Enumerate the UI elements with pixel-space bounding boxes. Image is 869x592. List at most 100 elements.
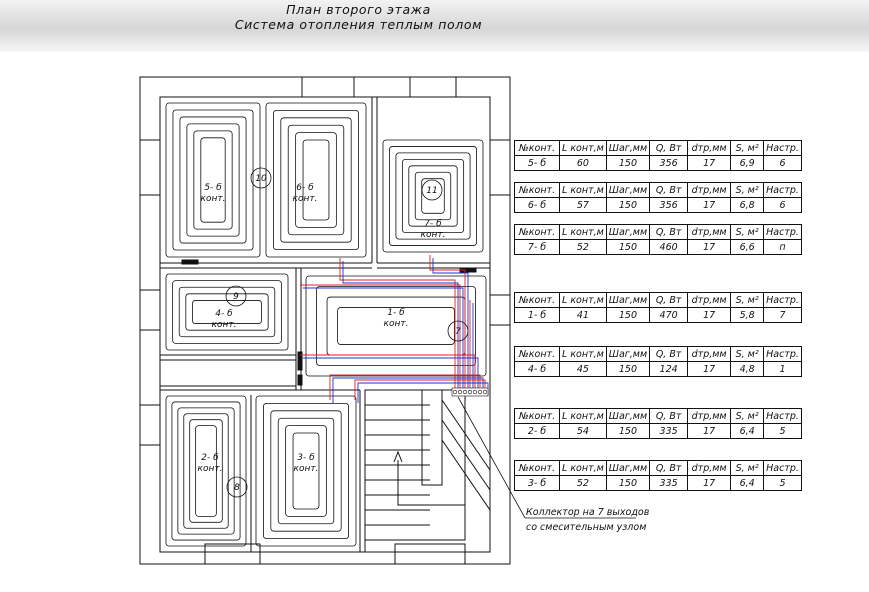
loop-turn [172, 280, 282, 344]
table-cell: 150 [605, 307, 651, 323]
loop-turn [421, 178, 445, 214]
header-cell: L конт,м [559, 140, 607, 156]
table-cell: 150 [605, 239, 651, 255]
header-cell: Настр. [763, 292, 802, 308]
table-cell: 17 [687, 423, 732, 439]
header-cell: Шаг,мм [605, 224, 651, 240]
loop-turn [295, 132, 337, 228]
title-bar [0, 0, 869, 52]
header-cell: dтр,мм [687, 460, 732, 476]
loop-turn [189, 419, 223, 523]
loop-number-circle [250, 167, 272, 189]
window-top-2 [409, 76, 457, 98]
loop-turn [277, 417, 335, 525]
header-cell: L конт,м [559, 408, 607, 424]
window-bottom-2 [394, 543, 466, 565]
loop-label-sub: конт. [198, 464, 223, 474]
table-cell: 5- б [514, 155, 560, 171]
loop-label-sub: конт. [384, 319, 409, 329]
window-right-2 [489, 294, 511, 326]
collector-outlet [477, 389, 483, 395]
header-cell: Настр. [763, 460, 802, 476]
loop-label: 2- б [201, 453, 219, 463]
loop-label: 1- б [387, 308, 405, 318]
header-cell: S, м² [730, 460, 765, 476]
table-cell: 6- б [514, 197, 560, 213]
table-cell: 17 [687, 361, 732, 377]
table-cell: 150 [605, 423, 651, 439]
table-cell: 5,8 [730, 307, 765, 323]
table-cell: 6,4 [730, 423, 765, 439]
supply-pipe [300, 284, 461, 392]
table-cell: 57 [559, 197, 607, 213]
table-cell: 6,4 [730, 475, 765, 491]
header-cell: Q, Вт [649, 460, 689, 476]
loop-turn [337, 307, 455, 345]
table-cell: 17 [687, 239, 732, 255]
table-cell: 335 [649, 475, 689, 491]
header-cell: L конт,м [559, 182, 607, 198]
table-cell: 5 [763, 423, 802, 439]
table-cell: 6 [763, 155, 802, 171]
loop-label-sub: конт. [294, 464, 319, 474]
loop-label-sub: конт. [293, 194, 318, 204]
loop-turn [316, 286, 476, 366]
table-cell: 6,8 [730, 197, 765, 213]
loop-turn [395, 152, 471, 240]
loop-turn [287, 124, 345, 236]
loop-turn [382, 139, 484, 253]
loop-turn [185, 293, 269, 331]
loop-turn [165, 102, 261, 258]
header-cell: Настр. [763, 182, 802, 198]
table-cell: 356 [649, 197, 689, 213]
table-cell: 17 [687, 155, 732, 171]
table-cell: 356 [649, 155, 689, 171]
loop-turn [273, 110, 359, 250]
header-cell: L конт,м [559, 460, 607, 476]
header-cell: dтр,мм [687, 346, 732, 362]
loop-label-sub: конт. [212, 320, 237, 330]
loop-number: 8 [234, 483, 240, 493]
loop-label: 7- б [424, 219, 442, 229]
loop-label: 4- б [215, 309, 233, 319]
header-cell: №конт. [514, 182, 560, 198]
loop-turn [255, 395, 357, 547]
loop-number-circle [421, 179, 443, 201]
header-cell: L конт,м [559, 224, 607, 240]
header-cell: Настр. [763, 224, 802, 240]
table-cell: 17 [687, 307, 732, 323]
header-cell: S, м² [730, 140, 765, 156]
table-cell: 45 [559, 361, 607, 377]
table-cell: 7- б [514, 239, 560, 255]
table-cell: 150 [605, 155, 651, 171]
table-cell: 1 [763, 361, 802, 377]
table-cell: 52 [559, 239, 607, 255]
header-cell: S, м² [730, 224, 765, 240]
header-cell: S, м² [730, 346, 765, 362]
table-cell: 7 [763, 307, 802, 323]
table-cell: 54 [559, 423, 607, 439]
supply-pipe [300, 354, 476, 392]
loop-number: 9 [233, 292, 239, 302]
outer-wall-inner [159, 96, 491, 553]
collector-outlet [452, 389, 458, 395]
header-cell: Шаг,мм [605, 140, 651, 156]
loop-turn [265, 102, 367, 258]
table-cell: 124 [649, 361, 689, 377]
header-cell: Шаг,мм [605, 346, 651, 362]
loop-turn [285, 425, 327, 517]
window-top-1 [301, 76, 355, 98]
table-cell: 41 [559, 307, 607, 323]
table-cell: 17 [687, 197, 732, 213]
table-cell: 60 [559, 155, 607, 171]
distribution-pipes [300, 255, 489, 403]
